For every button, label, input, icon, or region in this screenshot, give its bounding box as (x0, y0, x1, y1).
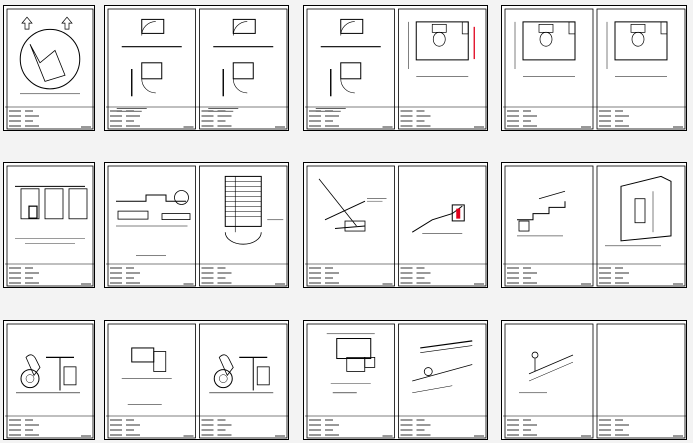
wheelchair-table-drawing (16, 354, 80, 394)
sheet-thumbnail[interactable] (104, 5, 289, 131)
drawing-panel (595, 165, 687, 287)
door-clearance-drawing (116, 18, 182, 112)
drawing-panel (503, 8, 595, 130)
sheet-thumbnail[interactable] (3, 5, 95, 131)
sheet-thumbnail[interactable] (104, 320, 289, 440)
toilet-plan-red-drawing (408, 21, 475, 77)
sheet-thumbnail[interactable] (303, 5, 488, 131)
sheet-thumbnail[interactable] (104, 162, 289, 288)
elevation-sinks-drawing (15, 185, 88, 244)
drawing-panel (396, 323, 488, 439)
counter-small-drawing (121, 347, 172, 405)
sheet-thumbnail[interactable] (3, 320, 95, 440)
drawing-panel (197, 8, 289, 130)
drawing-panel (106, 323, 198, 439)
drawing-panel (5, 165, 95, 287)
drawing-panel (503, 165, 595, 287)
drawing-panel (106, 165, 198, 287)
plan-detail-drawing (326, 333, 376, 394)
drawing-panel (197, 165, 289, 287)
drawing-panel (5, 8, 95, 130)
toilet-plan-drawing (514, 21, 576, 77)
stair-plan-drawing (224, 175, 284, 245)
drawing-panel (396, 165, 488, 287)
ramp-detail-drawing (411, 204, 465, 234)
step-detail-drawing (517, 190, 566, 237)
maneuvering-circle-drawing (19, 16, 81, 95)
drawing-panel (503, 323, 595, 439)
toilet-plan-drawing (606, 21, 668, 77)
drawing-panel (595, 8, 687, 130)
drawing-panel (106, 8, 198, 130)
drawing-panel (305, 165, 397, 287)
drawing-panel (396, 8, 488, 130)
booth-iso-drawing (605, 175, 672, 247)
door-clearance-drawing (208, 18, 274, 112)
drawing-panel (197, 323, 289, 439)
ramp-iso-drawing (412, 340, 473, 394)
drawing-panel (305, 8, 397, 130)
sheet-thumbnail[interactable] (303, 320, 488, 440)
figure-ramp-drawing (519, 351, 574, 394)
door-clearance-drawing (315, 18, 381, 112)
sheet-thumbnail[interactable] (3, 162, 95, 288)
counter-elevation-drawing (116, 190, 191, 257)
ramp-section-drawing (318, 178, 387, 232)
sheet-thumbnail[interactable] (501, 5, 687, 131)
sheet-thumbnail[interactable] (501, 162, 687, 288)
sheet-thumbnail[interactable] (501, 320, 687, 440)
wheelchair-table-drawing (209, 354, 274, 394)
drawing-panel (5, 323, 95, 439)
sheet-thumbnail[interactable] (303, 162, 488, 288)
drawing-panel (595, 323, 687, 439)
drawing-panel (305, 323, 397, 439)
